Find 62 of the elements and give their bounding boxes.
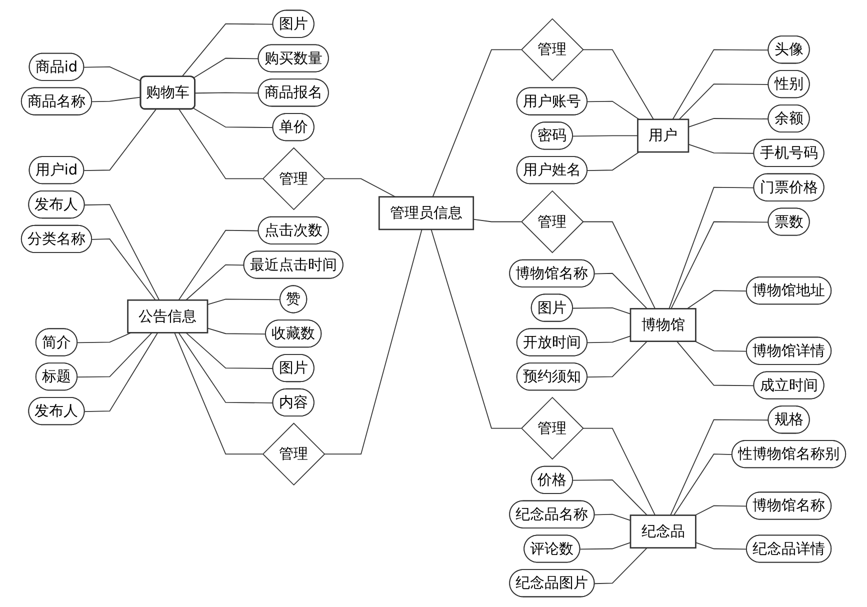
- connector: [84, 108, 156, 172]
- connector: [587, 152, 640, 172]
- connector: [694, 505, 748, 516]
- node-diamond: 管理: [262, 147, 326, 210]
- connector: [178, 230, 260, 301]
- connector: [572, 307, 631, 314]
- connector: [186, 264, 245, 301]
- connector: [324, 178, 396, 198]
- connector: [193, 58, 260, 78]
- connector: [676, 340, 755, 386]
- connector: [582, 49, 654, 120]
- connector: [695, 542, 748, 550]
- connector: [688, 118, 770, 128]
- connector: [84, 204, 160, 301]
- connector: [594, 547, 648, 584]
- connector: [572, 135, 638, 137]
- connector: [582, 428, 656, 516]
- connector: [324, 229, 422, 455]
- connector: [668, 186, 755, 310]
- connector: [472, 218, 522, 222]
- connector: [688, 144, 755, 154]
- connector: [77, 332, 132, 344]
- connector: [587, 340, 648, 378]
- connector: [678, 84, 770, 120]
- connector: [174, 332, 263, 455]
- connector: [181, 23, 274, 78]
- connector: [77, 332, 152, 378]
- connector: [672, 49, 770, 120]
- connector: [582, 221, 656, 310]
- node-diamond: 管理: [262, 422, 326, 486]
- connector: [186, 332, 274, 369]
- connector: [84, 332, 158, 412]
- connector: [432, 49, 522, 198]
- connector: [178, 108, 263, 180]
- connector: [694, 340, 748, 352]
- node-box: 用户: [637, 118, 690, 153]
- connector: [670, 419, 770, 516]
- node-diamond: 管理: [520, 190, 584, 254]
- connector: [84, 66, 142, 82]
- node-box: 公告信息: [127, 299, 208, 334]
- connector: [207, 328, 266, 335]
- node-diamond: 管理: [520, 396, 584, 460]
- connector: [178, 332, 274, 404]
- connector: [673, 454, 733, 516]
- node-box: 管理员信息: [378, 196, 474, 230]
- connector: [670, 221, 770, 310]
- connector: [594, 514, 631, 521]
- connector: [686, 290, 748, 310]
- connector: [430, 229, 522, 429]
- node-diamond: 管理: [520, 18, 584, 82]
- connector: [92, 96, 142, 102]
- connector: [580, 542, 631, 550]
- connector: [194, 92, 260, 94]
- connector: [572, 479, 648, 516]
- connector: [92, 238, 156, 301]
- connector: [193, 108, 274, 128]
- node-box: 纪念品: [630, 514, 696, 549]
- connector: [587, 336, 631, 344]
- connector: [207, 298, 281, 306]
- connector: [587, 100, 640, 120]
- connector: [594, 272, 648, 310]
- node-box: 博物馆: [630, 308, 696, 342]
